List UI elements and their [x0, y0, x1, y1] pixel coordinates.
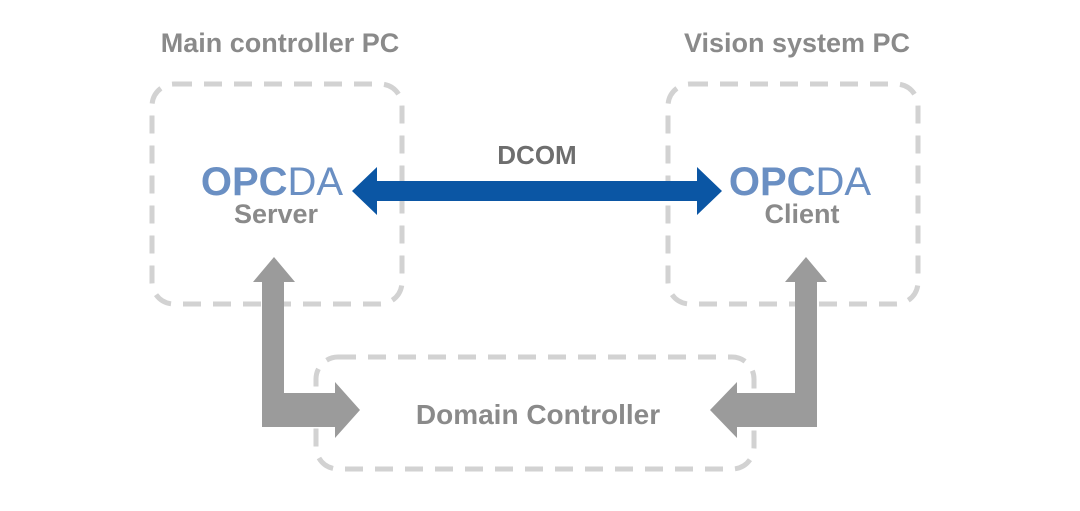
- server-product-strong: OPC: [201, 160, 288, 204]
- server-product-logo: OPCDA: [201, 160, 344, 204]
- vision-pc-title: Vision system PC: [684, 28, 910, 58]
- client-role-label: Client: [764, 199, 839, 229]
- client-product-light: DA: [816, 160, 872, 204]
- server-domain-arrow: [253, 257, 360, 438]
- client-product-strong: OPC: [729, 160, 816, 204]
- client-domain-arrow: [710, 257, 827, 438]
- vision-pc-box: [665, 81, 921, 307]
- server-role-label: Server: [234, 199, 319, 229]
- domain-controller-label: Domain Controller: [416, 399, 660, 430]
- client-product-logo: OPCDA: [729, 160, 872, 204]
- main-pc-title: Main controller PC: [161, 28, 400, 58]
- server-product-light: DA: [288, 160, 344, 204]
- dcom-label: DCOM: [497, 140, 576, 170]
- dcom-double-arrow: [352, 167, 722, 215]
